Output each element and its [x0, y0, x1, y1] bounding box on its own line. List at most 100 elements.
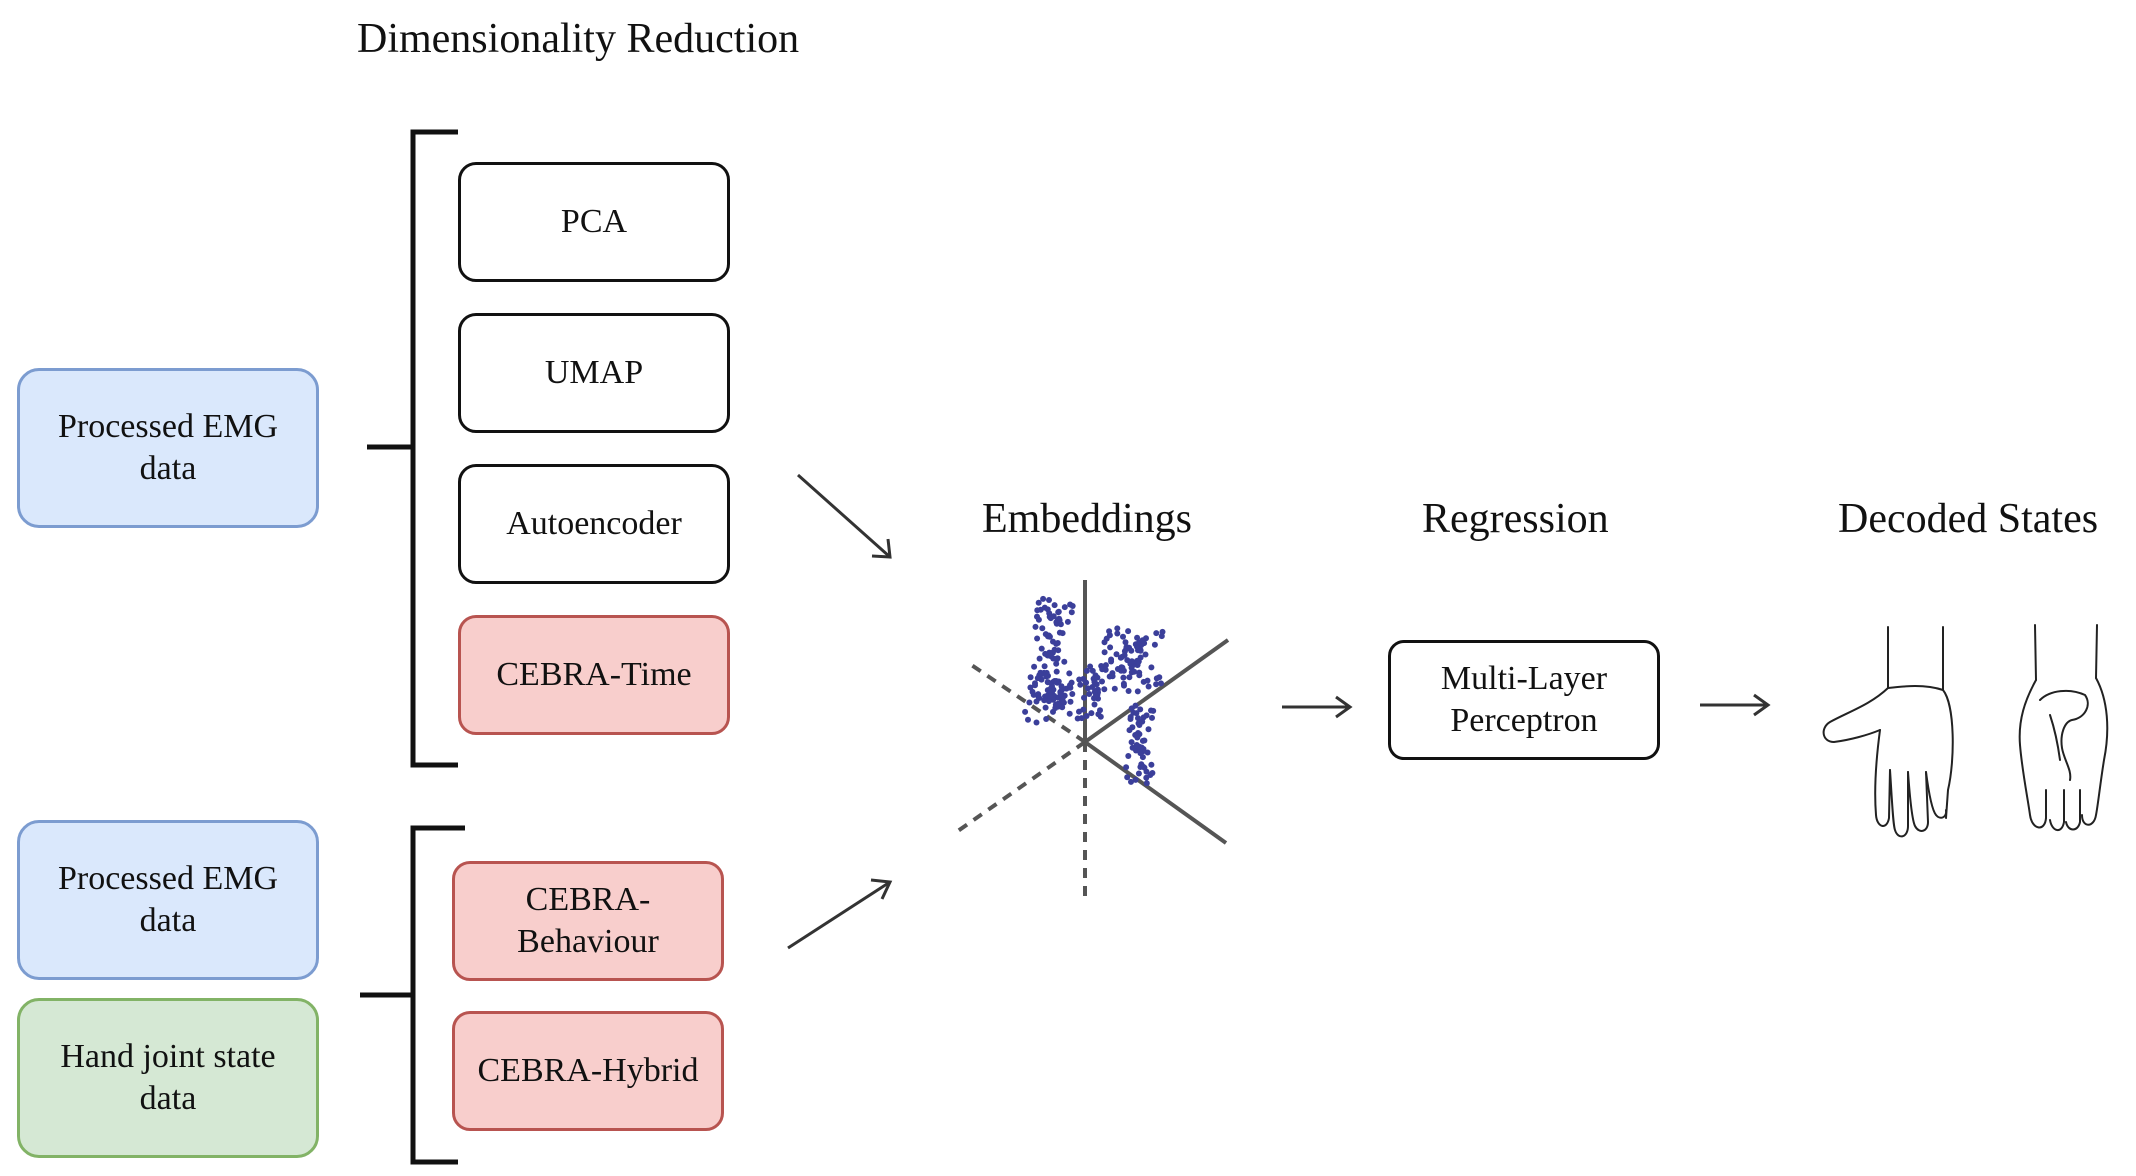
embedding-point	[1132, 732, 1139, 738]
embedding-point	[1123, 645, 1130, 652]
embedding-point	[1047, 615, 1054, 622]
embedding-point	[1137, 647, 1144, 654]
embedding-point	[1049, 689, 1055, 695]
embedding-point	[1128, 664, 1135, 671]
embedding-point	[1053, 620, 1060, 627]
mlp-label-line1: Multi-Layer	[1440, 659, 1608, 697]
embedding-point	[1124, 774, 1131, 781]
embedding-point	[1042, 704, 1049, 711]
embedding-point	[1103, 635, 1110, 642]
embedding-point	[1134, 657, 1141, 664]
embedding-point	[1066, 710, 1073, 717]
embedding-point	[1114, 630, 1121, 637]
embedding-point	[1046, 649, 1053, 656]
embedding-point	[1095, 689, 1101, 696]
embedding-point	[1118, 664, 1125, 671]
embedding-point	[1076, 676, 1083, 683]
embedding-point	[1129, 662, 1136, 669]
embedding-point	[1053, 678, 1060, 684]
embedding-point	[1156, 674, 1163, 681]
embedding-point	[1048, 691, 1055, 698]
input-label-line2: data	[139, 902, 197, 939]
embedding-point	[1137, 764, 1144, 770]
embedding-point	[1136, 669, 1143, 676]
embedding-point	[1078, 715, 1085, 722]
embedding-point	[1138, 744, 1145, 751]
embedding-point	[1128, 658, 1135, 665]
embedding-point	[1145, 726, 1152, 733]
input-processed-emg-bottom: Processed EMG data	[17, 820, 319, 980]
embedding-point	[1139, 737, 1146, 744]
embedding-point	[1094, 691, 1101, 698]
embedding-point	[1035, 693, 1042, 700]
embedding-point	[1089, 667, 1096, 674]
embedding-point	[1033, 719, 1040, 726]
embedding-point	[1048, 650, 1055, 656]
regression-mlp-box: Multi-Layer Perceptron	[1388, 640, 1660, 760]
embedding-point	[1092, 672, 1099, 679]
embedding-point	[1055, 678, 1062, 685]
embedding-point	[1121, 648, 1128, 655]
embedding-point	[1032, 682, 1038, 689]
embedding-point	[1069, 691, 1076, 697]
embedding-point	[1057, 690, 1064, 697]
embedding-point	[1151, 641, 1158, 648]
embedding-point	[1052, 701, 1059, 708]
embedding-point	[1053, 660, 1060, 667]
embedding-point	[1045, 698, 1052, 705]
method-pca: PCA	[458, 162, 730, 282]
input-label-line2: data	[139, 450, 197, 487]
embedding-point	[1136, 639, 1143, 646]
embedding-point	[1058, 694, 1065, 700]
embedding-point	[1050, 696, 1057, 703]
embedding-point	[1138, 642, 1145, 649]
embedding-point	[1050, 686, 1057, 693]
embedding-point	[1047, 688, 1054, 695]
embedding-point	[1061, 604, 1068, 611]
embedding-point	[1099, 666, 1106, 673]
embedding-point	[1094, 687, 1101, 694]
embedding-point	[1083, 667, 1090, 674]
embedding-point	[1107, 644, 1114, 651]
embedding-point	[1088, 710, 1095, 717]
embedding-point	[1125, 628, 1132, 635]
embedding-point	[1135, 730, 1142, 736]
embedding-point	[1035, 691, 1042, 698]
embedding-point	[1059, 704, 1066, 711]
embedding-point	[1134, 659, 1141, 666]
embedding-point	[1030, 691, 1037, 698]
embedding-point	[1054, 694, 1061, 701]
embedding-point	[1134, 634, 1141, 641]
embedding-point	[1046, 610, 1053, 617]
embedding-point	[1036, 695, 1043, 701]
embedding-point	[1091, 695, 1097, 702]
embedding-point	[1051, 646, 1058, 653]
embedding-point	[1128, 739, 1135, 746]
embedding-point	[1055, 700, 1061, 707]
embedding-point	[1140, 678, 1147, 685]
embedding-point	[1047, 694, 1054, 700]
embedding-point	[1055, 619, 1062, 626]
embedding-point	[1102, 666, 1109, 673]
mlp-label-line2: Perceptron	[1450, 702, 1598, 739]
embedding-point	[1027, 684, 1034, 691]
embedding-point	[1114, 666, 1121, 672]
embedding-point	[1080, 676, 1087, 682]
embedding-point	[1042, 693, 1048, 700]
embedding-point	[1063, 685, 1070, 692]
embedding-point	[1041, 604, 1048, 611]
embedding-point	[1124, 657, 1131, 664]
embedding-point	[1128, 705, 1135, 712]
embedding-point	[1127, 714, 1134, 720]
embedding-point	[1043, 669, 1050, 676]
embedding-point	[1108, 656, 1115, 663]
embedding-point	[1106, 632, 1113, 639]
embedding-point	[1052, 705, 1059, 711]
embedding-point	[1102, 662, 1109, 669]
embedding-point	[1053, 619, 1060, 626]
embedding-point	[1136, 743, 1143, 750]
embedding-point	[1022, 708, 1029, 715]
embedding-point	[1121, 652, 1128, 659]
embedding-point	[1153, 630, 1160, 637]
